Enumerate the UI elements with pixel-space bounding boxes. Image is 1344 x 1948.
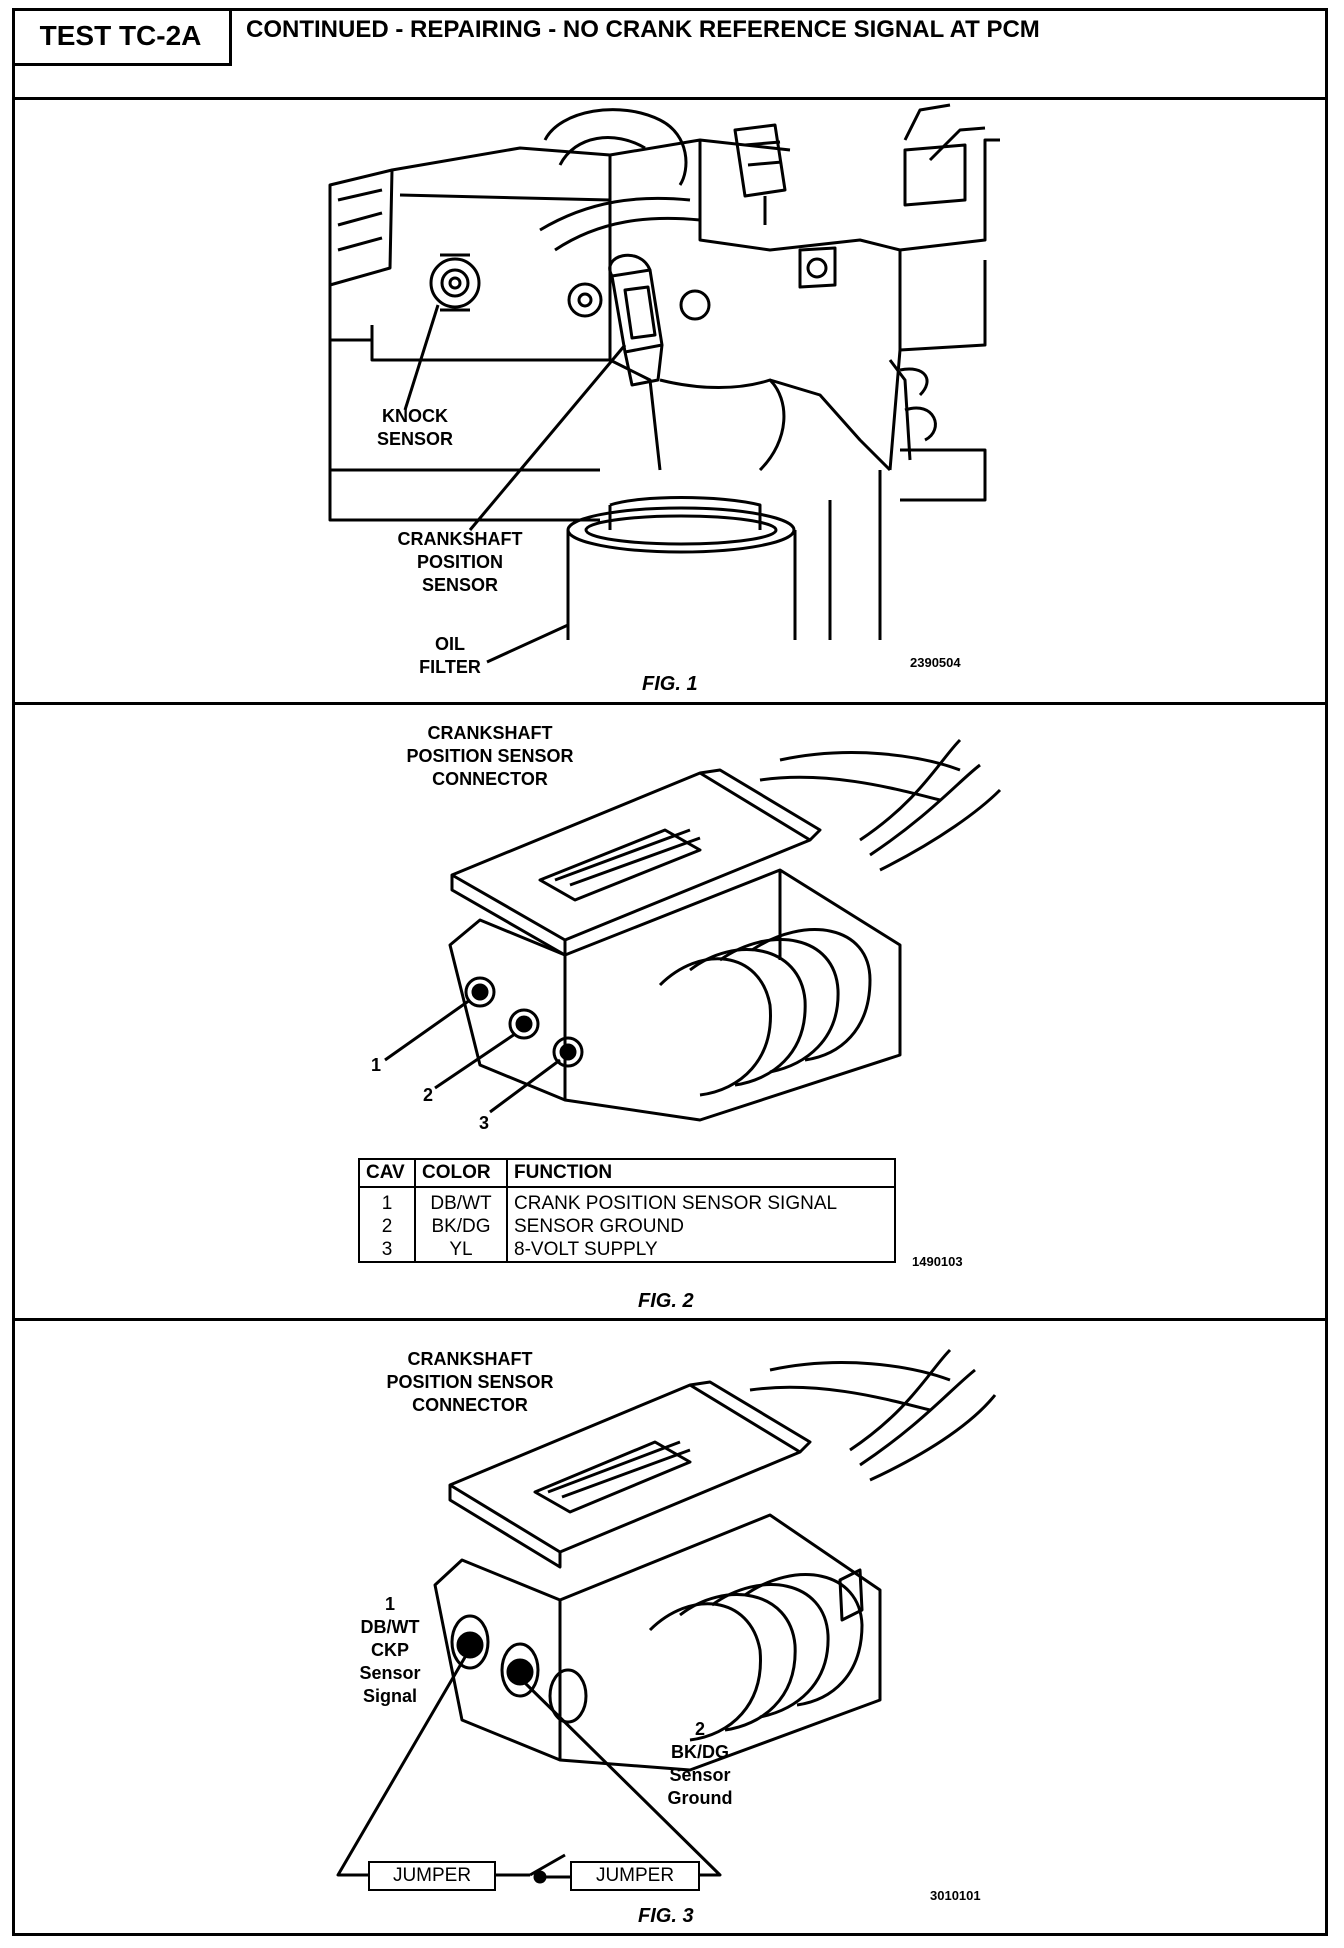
divider-fig2 — [12, 1318, 1328, 1321]
knock-sensor-label-line: KNOCK — [382, 406, 448, 426]
fig2-title-line: POSITION SENSOR — [406, 746, 574, 766]
cell-function: SENSOR GROUND — [506, 1215, 896, 1238]
pin2-label-line: 2 — [694, 1719, 705, 1739]
jumper-left: JUMPER — [368, 1861, 496, 1891]
knock-sensor-label-line: SENSOR — [376, 429, 454, 449]
cell-function: 8-VOLT SUPPLY — [506, 1238, 896, 1263]
fig2-connector-title: CRANKSHAFT POSITION SENSOR CONNECTOR — [390, 722, 590, 791]
cell-color: YL — [414, 1238, 508, 1263]
jumper-right: JUMPER — [570, 1861, 700, 1891]
fig2-title-line: CRANKSHAFT — [427, 723, 553, 743]
cavity-table: CAV COLOR FUNCTION 1 DB/WT CRANK POSITIO… — [358, 1158, 896, 1263]
page-frame — [12, 8, 1328, 1936]
test-id: TEST TC-2A — [12, 8, 232, 66]
knock-sensor-label: KNOCK SENSOR — [360, 405, 470, 451]
ckp-sensor-label-line: CRANKSHAFT — [397, 529, 523, 549]
oil-filter-label-line: OIL — [435, 634, 465, 654]
pin1-label-line: DB/WT — [360, 1617, 420, 1637]
oil-filter-label: OIL FILTER — [400, 633, 500, 679]
col-color: COLOR — [414, 1158, 508, 1188]
cell-color: DB/WT — [414, 1187, 508, 1215]
table-row: 1 DB/WT CRANK POSITION SENSOR SIGNAL — [358, 1187, 896, 1215]
fig2-caption: FIG. 2 — [638, 1290, 694, 1312]
fig3-title-line: CONNECTOR — [412, 1395, 528, 1415]
pin2-label: 2 BK/DG Sensor Ground — [655, 1718, 745, 1810]
pin2-label-line: BK/DG — [671, 1742, 729, 1762]
cell-function: CRANK POSITION SENSOR SIGNAL — [506, 1187, 896, 1215]
ckp-sensor-label-line: SENSOR — [421, 575, 499, 595]
col-function: FUNCTION — [506, 1158, 896, 1188]
pin2-label-line: Sensor — [669, 1765, 731, 1785]
table-row: 2 BK/DG SENSOR GROUND — [358, 1215, 896, 1238]
oil-filter-label-line: FILTER — [419, 657, 481, 677]
fig3-code: 3010101 — [930, 1888, 981, 1903]
cell-cav: 3 — [358, 1238, 416, 1263]
fig2-pin-2-label: 2 — [422, 1085, 433, 1105]
col-cav: CAV — [358, 1158, 416, 1188]
pin2-label-line: Ground — [667, 1788, 733, 1808]
cell-cav: 1 — [358, 1187, 416, 1215]
fig3-caption: FIG. 3 — [638, 1905, 694, 1927]
fig2-title-line: CONNECTOR — [432, 769, 548, 789]
fig3-title-line: POSITION SENSOR — [386, 1372, 554, 1392]
table-row: 3 YL 8-VOLT SUPPLY — [358, 1238, 896, 1263]
fig2-pin-3-label: 3 — [478, 1113, 489, 1133]
page-title: CONTINUED - REPAIRING - NO CRANK REFEREN… — [246, 16, 1040, 43]
ckp-sensor-label: CRANKSHAFT POSITION SENSOR — [380, 528, 540, 597]
divider-fig1 — [12, 702, 1328, 705]
cell-color: BK/DG — [414, 1215, 508, 1238]
fig2-pin-1-label: 1 — [370, 1055, 381, 1075]
pin1-label: 1 DB/WT CKP Sensor Signal — [345, 1593, 435, 1708]
fig1-caption: FIG. 1 — [642, 673, 698, 695]
fig3-title-line: CRANKSHAFT — [407, 1349, 533, 1369]
cell-cav: 2 — [358, 1215, 416, 1238]
fig3-connector-title: CRANKSHAFT POSITION SENSOR CONNECTOR — [365, 1348, 575, 1417]
pin1-label-line: 1 — [384, 1594, 395, 1614]
cavity-table-header: CAV COLOR FUNCTION — [358, 1158, 896, 1188]
ckp-sensor-label-line: POSITION — [416, 552, 503, 572]
pin1-label-line: Sensor — [359, 1663, 421, 1683]
pin1-label-line: Signal — [362, 1686, 417, 1706]
header-row — [12, 8, 1328, 100]
fig1-code: 2390504 — [910, 655, 961, 670]
fig2-code: 1490103 — [912, 1254, 963, 1269]
pin1-label-line: CKP — [370, 1640, 409, 1660]
